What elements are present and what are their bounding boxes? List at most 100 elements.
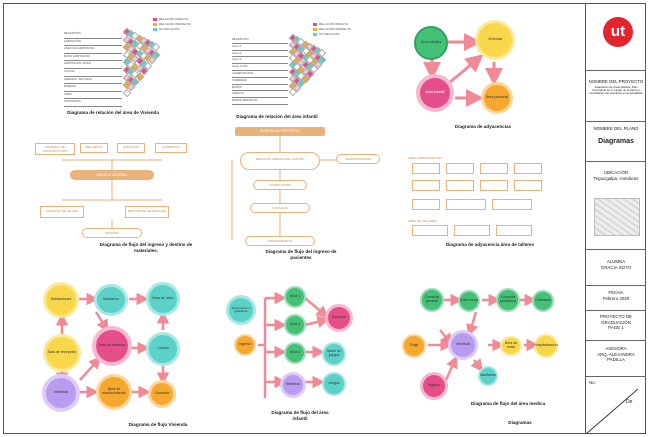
ut-logo: ut xyxy=(603,17,633,47)
infantil-row-label: AULA 3 xyxy=(232,56,288,65)
node-material-construccion: MATERIAL DE CONSTRUCCIÓN xyxy=(35,143,75,155)
node-sanitarios: Sanitarios xyxy=(94,284,128,316)
student-label: ALUMNA xyxy=(606,259,626,264)
taller-space-box xyxy=(412,180,440,191)
matrix-legend: RELACIÓN DIRECTA RELACIÓN INDIRECTA NO R… xyxy=(153,17,191,32)
node-habitaciones: Habitaciones xyxy=(43,282,79,318)
node-area-medica: Área médica xyxy=(414,26,448,60)
taller-space-box xyxy=(446,180,474,191)
page-label: PAGE 1 xyxy=(608,325,624,330)
taller-space-box xyxy=(412,199,440,210)
talleres-title-talleres: ÁREA DE TALLERES xyxy=(408,219,437,223)
legend-none: NO RELACIÓN xyxy=(153,27,191,32)
node-area-estar: Área de estar xyxy=(500,336,522,356)
node-farmacia: Farmacia xyxy=(532,290,554,312)
node-area-estancia: Área de estancia xyxy=(92,326,132,366)
location-map-image xyxy=(594,198,640,236)
node-alimentacion: Alimentación / guardería xyxy=(226,295,256,325)
node-vestibulo-medica: Vestíbulo xyxy=(448,330,478,360)
node-registro-medico: REGISTRO MÉDICO DEL CENTRO xyxy=(240,152,320,170)
taller-space-box xyxy=(446,163,474,174)
node-internamiento: INTERNAMIENTO xyxy=(245,236,315,246)
student-name: GRACIA SOTO xyxy=(600,264,632,270)
taller-space-box xyxy=(446,199,486,210)
node-aula-1: Aula 1 xyxy=(284,286,306,308)
node-vestibulo-infantil: Vestíbulo xyxy=(280,372,306,398)
sheet-label: NOMBRE DEL PLANO xyxy=(593,126,639,131)
vivienda-row-label: COCINA xyxy=(64,68,122,77)
node-alimentos: ALIMENTOS xyxy=(155,143,187,153)
node-area-personal: Área personal xyxy=(481,82,513,114)
taller-space-box xyxy=(412,163,440,174)
infantil-row-label: AULA 1 xyxy=(232,43,288,51)
legend-direct: RELACIÓN DIRECTA xyxy=(153,17,191,22)
node-comedor-infantil: Comedor xyxy=(325,304,353,332)
project-description: Adaptación de Áreas Médica, Plan Concept… xyxy=(589,84,643,96)
node-bodega-central: BODEGA CENTRAL xyxy=(70,170,154,180)
node-hospitalizacion: Hospitalización xyxy=(534,334,558,358)
vivienda-row-label: ASEO xyxy=(64,91,122,100)
vivienda-row-label: ARMARIO / ESTUDIO xyxy=(64,76,122,85)
infantil-row-label: BAÑOS PERSONAL xyxy=(232,97,288,105)
taller-space-box xyxy=(514,163,542,174)
infantil-row-label: AULA 2 xyxy=(232,50,288,58)
caption-talleres: Diagrama de adyacencia área de talleres xyxy=(445,242,535,247)
infantil-row-label: SUMIDERO xyxy=(232,77,288,85)
project-label: NOMBRE DEL PROYECTO xyxy=(588,79,644,84)
node-triaje: Triaje xyxy=(402,334,426,358)
caption-rel-infantil: Diagrama de relación del área infantil xyxy=(236,114,318,119)
date-cell: FECHA Febrero 2020 xyxy=(586,286,646,311)
advisor-label: ASESORA xyxy=(605,346,627,351)
node-destino-materiales: DESTINO DE MATERIALES xyxy=(125,206,169,218)
caption-adyacencias: Diagrama de adyacencias xyxy=(454,124,512,129)
vivienda-row-label: HABITACIÓN xyxy=(64,38,122,47)
node-comedor: Comedor xyxy=(148,380,176,408)
node-consulta-general: Consulta general xyxy=(420,288,444,312)
matrix-legend: RELACIÓN DIRECTA RELACIÓN INDIRECTA NO R… xyxy=(313,22,351,37)
legend-indirect: RELACIÓN INDIRECTA xyxy=(313,27,351,32)
node-sala-recepcion: Sala de recepción xyxy=(43,334,81,372)
date-label: FECHA xyxy=(608,290,624,295)
sheet-name: Diagramas xyxy=(598,137,634,145)
node-donacion: DONACIÓN xyxy=(117,143,145,153)
vivienda-row-label: SANITARIOS xyxy=(64,98,122,107)
sheet-number-cell: No. De xyxy=(586,377,646,434)
node-area-infantil: Área infantil xyxy=(416,74,454,112)
talleres-title-admin: ÁREA ADMINISTRATIVA xyxy=(408,156,442,160)
project-cell: NOMBRE DEL PROYECTO Adaptación de Áreas … xyxy=(586,71,646,122)
taller-space-box xyxy=(412,225,448,236)
sheet-subtitle: Diagramas xyxy=(508,420,532,425)
sheet-number-divider xyxy=(586,388,639,434)
caption-flujo-pacientes: Diagrama de flujo del ingreso de pacient… xyxy=(265,249,337,260)
taller-space-box xyxy=(496,225,532,236)
node-enfermeria: Enfermería xyxy=(458,290,480,312)
student-cell: ALUMNA GRACIA SOTO xyxy=(586,250,646,286)
node-consulta: CONSULTA xyxy=(250,203,310,213)
node-ingreso-medica: Ingreso xyxy=(420,372,448,400)
node-aula-2: Aula 2 xyxy=(284,314,306,336)
node-ingreso: INGRESO xyxy=(82,228,142,238)
location-label: UBICACIÓN xyxy=(603,170,629,175)
node-consulta-pediatrica: Consulta pediátrica xyxy=(496,288,520,312)
vivienda-row-label: ASEO DE HABITANTES xyxy=(64,45,122,54)
vivienda-row-label: HABITACIÓN / ROPA xyxy=(64,60,122,69)
node-administracion: ADMINISTRACIÓN xyxy=(336,154,380,164)
taller-space-box xyxy=(480,163,508,174)
node-juegos: Juegos xyxy=(322,372,346,396)
sheet-number-label: No. xyxy=(589,380,596,385)
sheet-frame xyxy=(3,3,646,434)
vivienda-row-label: BAÑO HABITACIÓN xyxy=(64,53,122,62)
infantil-row-label: ALIMENTACIÓN xyxy=(232,70,288,78)
node-vivienda: Vivienda xyxy=(475,20,515,60)
date-value: Febrero 2020 xyxy=(602,295,630,301)
infantil-row-label: JUEGOS xyxy=(232,90,288,99)
node-aula-3: Aula 3 xyxy=(284,342,306,364)
vivienda-row-label: RECEPCIÓN xyxy=(64,30,122,39)
infantil-row-label: SALA CUNA xyxy=(232,63,288,71)
